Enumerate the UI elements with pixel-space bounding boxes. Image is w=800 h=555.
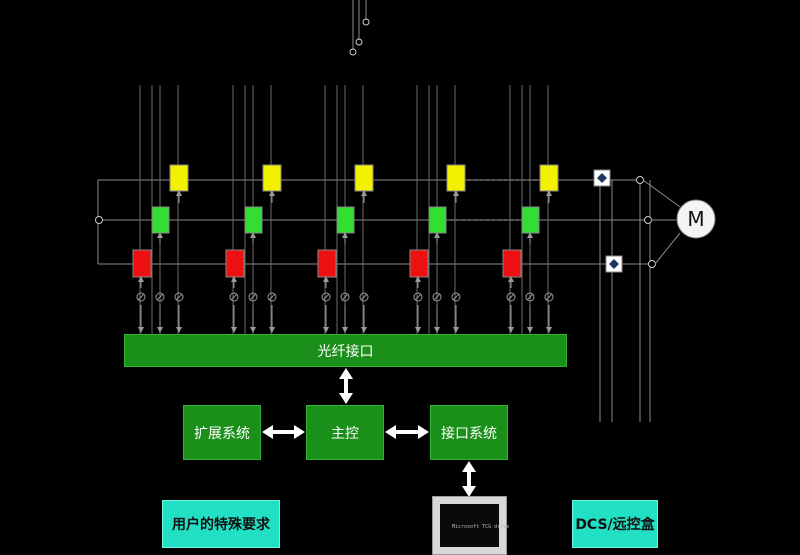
fiber-connector-icon (451, 292, 461, 302)
fiber-connector-slash (230, 293, 238, 301)
cell-module-green (428, 206, 447, 234)
fiber-connector-slash (137, 293, 145, 301)
fiber-connector-slash (341, 293, 349, 301)
fiber-connector-icon (229, 292, 239, 302)
main-interface-arrow-head (418, 425, 429, 439)
fiber-connector-slash (322, 293, 330, 301)
fiber-connector-icon (174, 292, 184, 302)
fiber-main-arrow-head (339, 368, 353, 379)
main-control-box: 主控 (306, 405, 384, 460)
motor-icon (676, 199, 716, 239)
cell-module-yellow (354, 164, 374, 192)
power-cell-group (409, 85, 466, 334)
cell-module-red (502, 249, 522, 278)
motor-feed (642, 179, 681, 208)
cell-module-yellow (262, 164, 282, 192)
power-cell-group (502, 85, 559, 334)
power-cell-group (317, 85, 374, 334)
cell-module-red (409, 249, 429, 278)
fiber-connector-slash (360, 293, 368, 301)
fiber-connector-slash (526, 293, 534, 301)
cell-module-green (151, 206, 170, 234)
fiber-connector-icon (340, 292, 350, 302)
fiber-connector-slash (414, 293, 422, 301)
motor-feed (654, 232, 681, 265)
fiber-interface-bar: 光纤接口 (124, 334, 567, 367)
dcs-box: DCS/远控盒 (572, 500, 658, 548)
current-sensor-glyph (609, 259, 619, 269)
hmi-monitor: Microsoft TCG drive (432, 496, 509, 555)
cell-module-yellow (169, 164, 189, 192)
fiber-connector-slash (156, 293, 164, 301)
fiber-connector-icon (267, 292, 277, 302)
input-terminal (349, 48, 357, 56)
main-control-label: 主控 (331, 425, 359, 442)
expansion-main-arrow-head (262, 425, 273, 439)
output-terminal (644, 216, 652, 224)
fiber-connector-slash (175, 293, 183, 301)
fiber-interface-label: 光纤接口 (317, 343, 374, 360)
fiber-connector-slash (507, 293, 515, 301)
fiber-connector-icon (506, 292, 516, 302)
cell-module-green (336, 206, 355, 234)
fiber-connector-icon (525, 292, 535, 302)
fiber-connector-icon (321, 292, 331, 302)
cell-module-red (317, 249, 337, 278)
cell-module-red (132, 249, 152, 278)
fiber-connector-slash (433, 293, 441, 301)
cell-module-green (521, 206, 540, 234)
monitor-screen-text: Microsoft TCG drive (452, 524, 510, 530)
input-terminal (355, 38, 363, 46)
power-cell-group (132, 85, 189, 334)
interface-system-label: 接口系统 (441, 425, 497, 442)
fiber-connector-icon (136, 292, 146, 302)
cell-module-red (225, 249, 245, 278)
cell-module-green (244, 206, 263, 234)
cell-module-yellow (446, 164, 466, 192)
motor-label: M (687, 207, 704, 231)
fiber-connector-icon (432, 292, 442, 302)
expansion-main-arrow-head (294, 425, 305, 439)
output-terminal (636, 176, 644, 184)
interface-monitor-arrow-head (462, 461, 476, 472)
user-requirements-box: 用户的特殊要求 (162, 500, 280, 548)
fiber-connector-icon (413, 292, 423, 302)
fiber-connector-slash (545, 293, 553, 301)
user-requirements-label: 用户的特殊要求 (172, 517, 270, 533)
fiber-connector-icon (155, 292, 165, 302)
monitor-screen: Microsoft TCG drive (440, 504, 509, 547)
interface-monitor-arrow-head (462, 486, 476, 497)
expansion-system-box: 扩展系统 (183, 405, 261, 460)
fiber-main-arrow-head (339, 393, 353, 404)
main-interface-arrow-head (385, 425, 396, 439)
expansion-system-label: 扩展系统 (194, 425, 250, 442)
fiber-connector-slash (452, 293, 460, 301)
fiber-connector-slash (268, 293, 276, 301)
cell-module-yellow (539, 164, 559, 192)
current-sensor-glyph (597, 173, 607, 183)
fiber-connector-icon (359, 292, 369, 302)
fiber-connector-icon (248, 292, 258, 302)
neutral-point (95, 216, 103, 224)
input-terminal (362, 18, 370, 26)
fiber-connector-slash (249, 293, 257, 301)
fiber-connector-icon (544, 292, 554, 302)
interface-system-box: 接口系统 (430, 405, 508, 460)
dcs-label: DCS/远控盒 (575, 517, 655, 533)
output-terminal (648, 260, 656, 268)
power-cell-group (225, 85, 282, 334)
